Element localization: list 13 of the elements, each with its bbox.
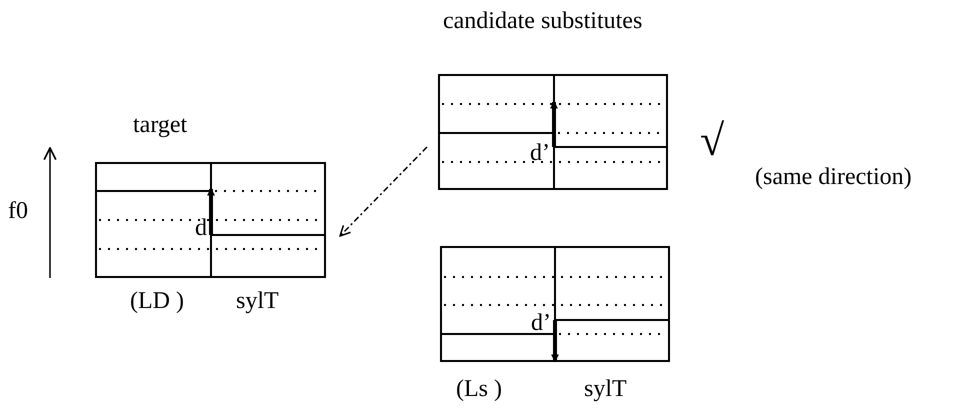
interval-label: d’ [530, 140, 550, 166]
heading-text: candidate substitutes [443, 8, 642, 34]
note-text: (same direction) [755, 164, 912, 190]
syllable-label: (Ls ) [456, 376, 502, 402]
interval-label: d’ [531, 310, 551, 336]
syllable-label: sylT [584, 376, 627, 402]
syllable-label: sylT [236, 288, 279, 314]
axis-label: f0 [8, 198, 28, 224]
syllable-label: (LD ) [130, 288, 184, 314]
arrow [339, 146, 428, 237]
grid-heading: target [133, 112, 188, 138]
interval-label: d [195, 215, 207, 241]
check-mark: √ [700, 118, 724, 164]
